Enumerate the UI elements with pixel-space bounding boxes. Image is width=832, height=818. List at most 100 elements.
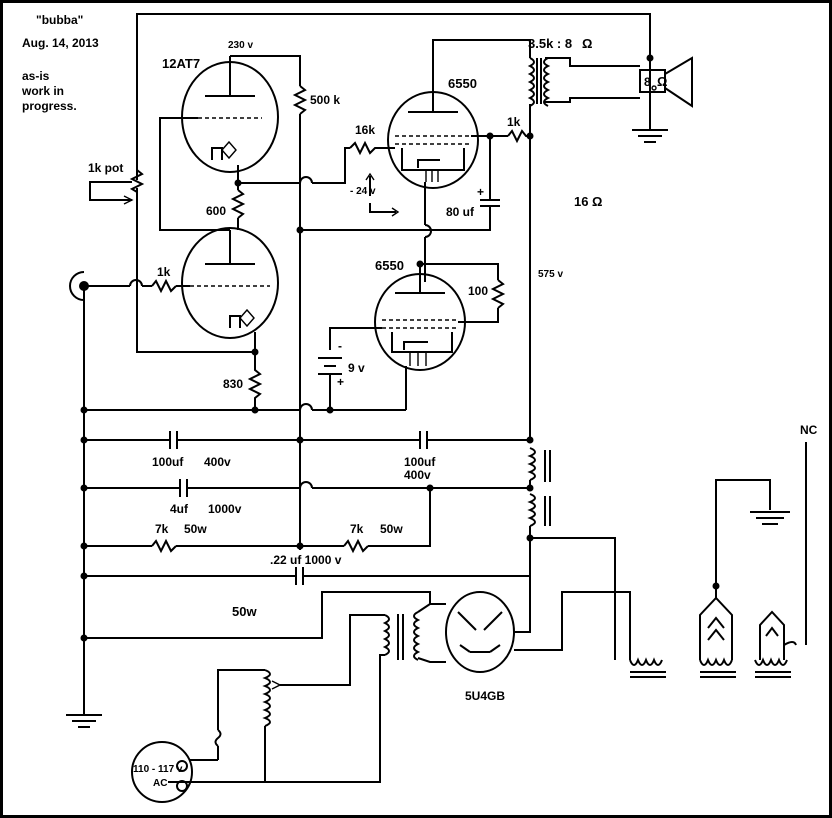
neg24-label: - 24 v [350, 186, 376, 197]
w50-label: 50w [232, 604, 257, 619]
wire-rect-filament [530, 537, 616, 660]
res-16k-label: 16k [355, 123, 375, 137]
heater-winding-a [629, 657, 666, 678]
ot-ratio-label: 3.5k : 8 [528, 36, 572, 51]
wire-ot-sec-bot [545, 97, 640, 103]
res-7k-a [151, 538, 177, 554]
wire-100-screen [458, 308, 499, 323]
tube-6550-top-label: 6550 [448, 76, 477, 91]
wire-ot-sec-top [545, 57, 640, 67]
res-600 [230, 189, 246, 219]
wire-rect-plate [514, 612, 531, 633]
ac-plug-icon [131, 741, 193, 803]
wire-pt-sec-b [417, 657, 446, 663]
cap2-voltage: 400v [404, 468, 431, 482]
note-status-2: work in [21, 84, 64, 98]
heater-winding-c [754, 657, 791, 678]
battery-label: 9 v [348, 361, 365, 375]
tube-12at7-lower [181, 227, 279, 339]
wire-rect-heater [514, 591, 631, 660]
battery-minus: - [338, 339, 342, 353]
output-transformer [527, 57, 551, 107]
wire-plate-upper [230, 55, 301, 86]
v575-label: 575 v [538, 269, 563, 280]
res-500k [292, 85, 308, 115]
svg-text:8: 8 [644, 75, 651, 89]
wire-cathode-lower [136, 188, 256, 353]
junction-dots [80, 54, 654, 642]
cap2-value: 100uf [404, 455, 436, 469]
wire-488-cross [299, 481, 313, 489]
tube-6550-top [387, 55, 479, 189]
res-100 [490, 279, 506, 309]
wire-variac-top [217, 669, 265, 730]
power-transformer [382, 611, 421, 661]
note-status-3: progress. [22, 99, 77, 113]
rectifier-label: 5U4GB [465, 689, 505, 703]
heater-tube-glyph-b [759, 610, 797, 660]
res-600-label: 600 [206, 204, 226, 218]
note-date: Aug. 14, 2013 [22, 36, 99, 50]
wire-plate-bot [420, 263, 499, 280]
tube-6550-bottom [374, 264, 466, 371]
res-1k-screen-label: 1k [507, 115, 521, 129]
wire-gnd-410-cross [299, 403, 313, 411]
battery-plus: + [337, 375, 344, 389]
res-830 [247, 352, 263, 410]
ohm-symbol-spk: Ω [657, 74, 667, 89]
cap1-voltage: 400v [204, 455, 231, 469]
v230-label: 230 v [228, 40, 253, 51]
tube-12at7-upper [181, 56, 279, 173]
cap-80uf-label: 80 uf [446, 205, 475, 219]
tap16-label: 16 [574, 194, 588, 209]
ohm-symbol: Ω [582, 36, 592, 51]
cap1-value: 100uf [152, 455, 184, 469]
res-7k-b [343, 538, 369, 554]
res-1k-input-label: 1k [157, 265, 171, 279]
ohm-symbol-16: Ω [592, 194, 602, 209]
res-500k-label: 500 k [310, 93, 340, 107]
wire-cathode-cross [424, 224, 432, 238]
wire-pt-sec-a [417, 603, 446, 613]
variac [262, 669, 271, 727]
wire-bias [329, 327, 382, 350]
wire-546-c [368, 488, 431, 547]
wire-638 [84, 591, 431, 639]
arrow-neg24-right [369, 203, 396, 213]
fuse-icon [214, 729, 222, 747]
tube-6550-bottom-label: 6550 [375, 258, 404, 273]
cap22-label: .22 uf 1000 v [270, 553, 342, 567]
wire-pot-wiper [89, 181, 132, 201]
ground-icon-main [66, 714, 102, 728]
note-status-1: as-is [22, 69, 50, 83]
pot-arrow [123, 195, 134, 205]
variac-arrow [271, 680, 282, 690]
res-7k-b-watts: 50w [380, 522, 403, 536]
res-830-label: 830 [223, 377, 243, 391]
heater-tube-glyph-a [699, 596, 733, 660]
wire-grid-upper [159, 117, 230, 231]
nc-label: NC [800, 423, 818, 437]
tube-5u4gb [445, 591, 515, 673]
res-7k-a-label: 7k [155, 522, 169, 536]
wire-pt-pri-b [168, 654, 385, 783]
wire-pt-pri-a [280, 614, 385, 686]
note-name: "bubba" [36, 13, 83, 27]
speaker-icon: 8 [639, 56, 693, 108]
pot-1k [129, 169, 145, 193]
arrowhead-up [365, 172, 375, 181]
wire-crossover [299, 176, 313, 184]
wire-plate-top [432, 39, 531, 58]
res-100-label: 100 [468, 284, 488, 298]
ct-dot [712, 582, 720, 590]
pot-1k-label: 1k pot [88, 161, 123, 175]
cap-80uf-plus: + [477, 185, 484, 199]
ground-icon-heater [750, 511, 790, 525]
wire-to-16k [312, 147, 350, 184]
res-7k-b-label: 7k [350, 522, 364, 536]
choke-lower [527, 493, 551, 527]
cap3-voltage: 1000v [208, 502, 242, 516]
res-16k [349, 140, 395, 156]
